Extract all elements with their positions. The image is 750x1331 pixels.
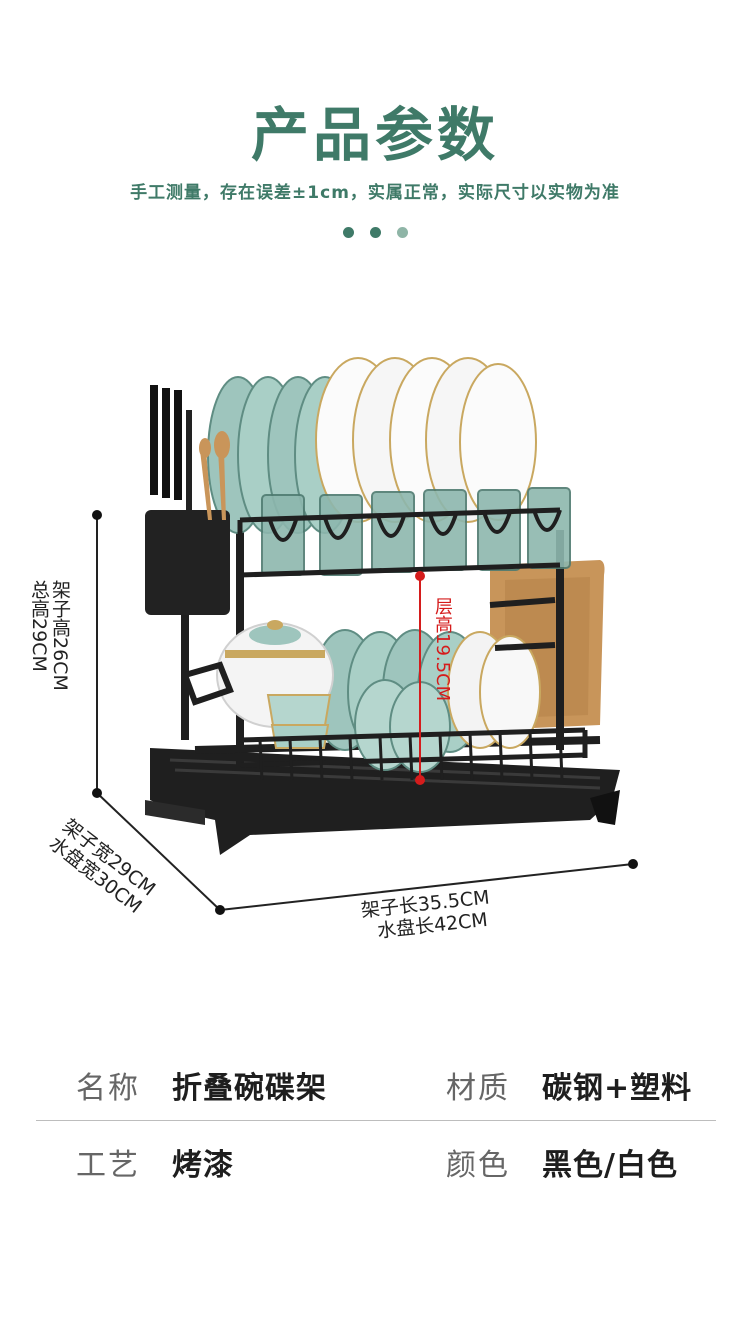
dot-light (396, 227, 408, 238)
spec-name-value: 折叠碗碟架 (172, 1071, 327, 1106)
rack-height-text: 架子高26CM (49, 580, 71, 691)
total-height-text: 总高29CM (28, 580, 50, 672)
spec-craft: 工艺 烤漆 (36, 1140, 376, 1184)
decorative-dots (0, 227, 750, 238)
page-title: 产品参数 (250, 101, 499, 169)
spec-craft-value: 烤漆 (172, 1148, 234, 1183)
spec-color-label: 颜色 (446, 1148, 510, 1183)
bottom-basket-bars (258, 729, 564, 781)
dimension-endpoints (92, 510, 638, 915)
side-handles (181, 597, 556, 706)
dot-dark-1 (342, 227, 354, 238)
dish-rack-illustration (92, 357, 638, 915)
height-dimension-label: 架子高26CM 总高29CM (28, 580, 71, 691)
drip-tray-front-foot (590, 790, 620, 825)
spec-material: 材质 碳钢+塑料 (376, 1063, 716, 1107)
drip-tray-feet (145, 800, 205, 825)
spec-name: 名称 折叠碗碟架 (36, 1063, 376, 1107)
bottom-plates (312, 629, 541, 773)
top-plates-white (315, 357, 537, 523)
spec-color: 颜色 黑色/白色 (376, 1140, 716, 1184)
dot-dark-2 (369, 227, 381, 238)
spec-material-value: 碳钢+塑料 (542, 1071, 693, 1106)
spec-craft-label: 工艺 (76, 1148, 140, 1183)
utensil-holder (145, 385, 230, 615)
dimension-lines (96, 515, 634, 911)
spec-row-2: 工艺 烤漆 颜色 黑色/白色 (36, 1120, 716, 1203)
measurement-note: 手工测量，存在误差±1cm，实属正常，实际尺寸以实物为准 (130, 183, 620, 203)
spec-table: 名称 折叠碗碟架 材质 碳钢+塑料 工艺 烤漆 颜色 黑色/白色 (36, 1050, 716, 1203)
spec-material-label: 材质 (446, 1071, 510, 1106)
cup-hooks (268, 509, 562, 542)
spec-color-value: 黑色/白色 (542, 1148, 678, 1183)
top-basket (237, 507, 561, 580)
spec-name-label: 名称 (76, 1071, 140, 1106)
layer-height-label: 层高19.5CM (432, 597, 453, 702)
spec-row-1: 名称 折叠碗碟架 材质 碳钢+塑料 (36, 1050, 716, 1120)
